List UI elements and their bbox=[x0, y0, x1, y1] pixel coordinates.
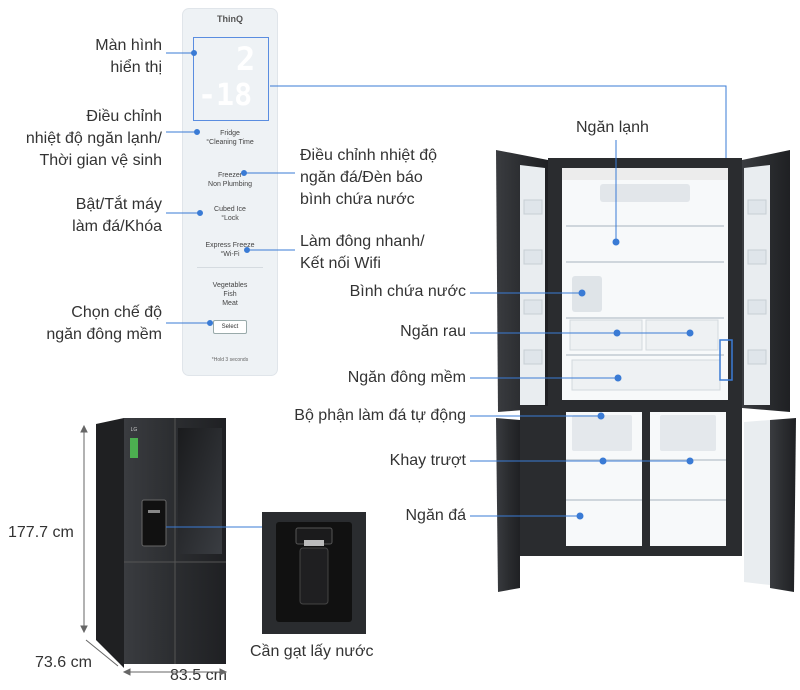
closed-fridge-illustration: LG bbox=[96, 418, 262, 668]
panel-display: 2 -18 bbox=[193, 37, 269, 121]
panel-divider bbox=[197, 267, 263, 268]
dimension-lines bbox=[80, 424, 228, 676]
label-soft-freeze: Ngăn đông mềm bbox=[347, 369, 466, 386]
svg-text:LG: LG bbox=[131, 427, 138, 433]
label-fridge-temp: Điều chỉnh nhiệt độ ngăn lạnh/ Thời gian… bbox=[25, 108, 162, 169]
display-freezer-temp: -18 bbox=[198, 78, 253, 113]
label-water-tank: Bình chứa nước bbox=[349, 283, 466, 300]
control-panel: ThinQ 2 -18 Fridge °Cleaning Time Freeze… bbox=[182, 8, 278, 376]
panel-button-freezer[interactable]: Freezer Non Plumbing bbox=[208, 172, 252, 188]
panel-brand: ThinQ bbox=[217, 14, 243, 24]
label-tray: Khay trượt bbox=[389, 452, 466, 469]
label-fridge: Ngăn lạnh bbox=[576, 119, 649, 136]
panel-button-fridge[interactable]: Fridge °Cleaning Time bbox=[206, 130, 254, 146]
open-fridge-illustration bbox=[496, 150, 796, 592]
label-veg: Ngăn rau bbox=[400, 323, 466, 340]
fridge-leader-lines bbox=[470, 140, 694, 520]
panel-select-button[interactable]: Select bbox=[213, 320, 247, 334]
label-soft-freeze-mode: Chọn chế độ ngăn đông mềm bbox=[46, 304, 162, 343]
label-ice-toggle: Bật/Tắt máy làm đá/Khóa bbox=[72, 196, 162, 235]
label-express: Làm đông nhanh/ Kết nối Wifi bbox=[300, 233, 425, 272]
panel-button-express-freeze[interactable]: Express Freeze °Wi-Fi bbox=[205, 242, 255, 258]
label-freezer-temp: Điều chỉnh nhiệt độ ngăn đá/Đèn báo bình… bbox=[300, 147, 437, 208]
label-display: Màn hình hiển thị bbox=[95, 37, 162, 76]
dispenser-zoom-illustration bbox=[262, 512, 366, 634]
dimension-height: 177.7 cm bbox=[8, 524, 74, 541]
panel-soft-freeze-options: Vegetables Fish Meat bbox=[212, 282, 248, 307]
dimension-depth: 73.6 cm bbox=[35, 654, 92, 671]
display-fridge-temp: 2 bbox=[236, 40, 256, 78]
dimension-width: 83.5 cm bbox=[170, 667, 227, 684]
label-ice-maker: Bộ phận làm đá tự động bbox=[294, 407, 466, 424]
dispenser-caption: Cần gạt lấy nước bbox=[250, 643, 374, 660]
panel-hint: *Hold 3 seconds bbox=[211, 357, 249, 363]
label-freezer: Ngăn đá bbox=[405, 507, 467, 524]
panel-button-cubed-ice[interactable]: Cubed Ice °Lock bbox=[214, 206, 246, 222]
